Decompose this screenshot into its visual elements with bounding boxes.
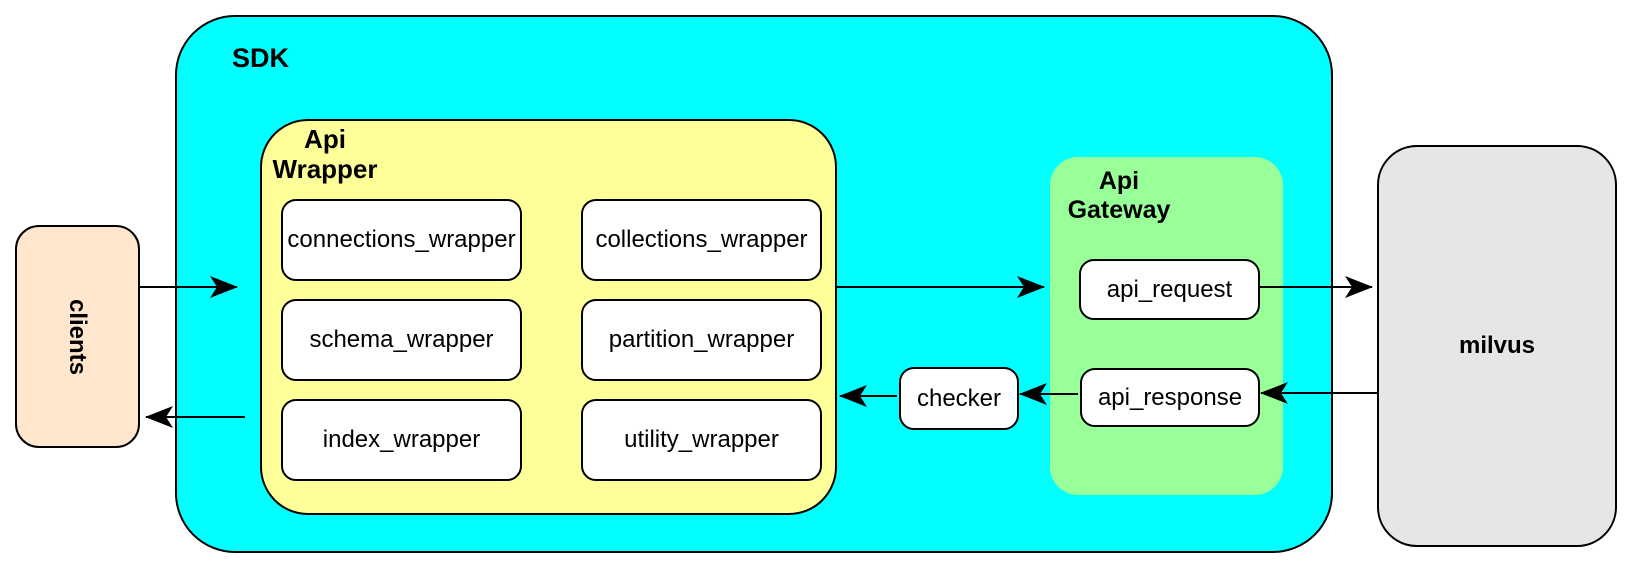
- node-label: index_wrapper: [322, 426, 481, 453]
- node-schema-wrapper: schema_wrapper: [281, 299, 522, 381]
- api-wrapper-label: Api Wrapper: [272, 124, 378, 184]
- node-utility-wrapper: utility_wrapper: [581, 399, 822, 481]
- clients-label: clients: [64, 298, 92, 375]
- node-label: checker: [916, 384, 1002, 412]
- node-label: partition_wrapper: [608, 326, 795, 353]
- sdk-label: SDK: [232, 43, 290, 73]
- sdk-container: SDK Api Wrapper connections_wrapper coll…: [175, 15, 1333, 553]
- api-gateway-container: Api Gateway api_request api_response: [1050, 157, 1283, 495]
- node-label: collections_wrapper: [595, 226, 808, 253]
- node-checker: checker: [899, 367, 1019, 430]
- milvus-label: milvus: [1458, 332, 1536, 359]
- clients-box: clients: [15, 225, 140, 448]
- node-api-response: api_response: [1080, 368, 1260, 427]
- node-label: utility_wrapper: [624, 426, 779, 453]
- node-label: schema_wrapper: [309, 326, 494, 353]
- node-label: api_request: [1106, 275, 1233, 303]
- node-label: connections_wrapper: [287, 226, 516, 253]
- node-index-wrapper: index_wrapper: [281, 399, 522, 481]
- node-collections-wrapper: collections_wrapper: [581, 199, 822, 281]
- milvus-box: milvus: [1377, 145, 1617, 547]
- node-partition-wrapper: partition_wrapper: [581, 299, 822, 381]
- api-wrapper-container: Api Wrapper connections_wrapper collecti…: [260, 119, 837, 515]
- node-api-request: api_request: [1079, 259, 1260, 320]
- api-gateway-label: Api Gateway: [1067, 167, 1171, 224]
- node-connections-wrapper: connections_wrapper: [281, 199, 522, 281]
- node-label: api_response: [1097, 383, 1243, 411]
